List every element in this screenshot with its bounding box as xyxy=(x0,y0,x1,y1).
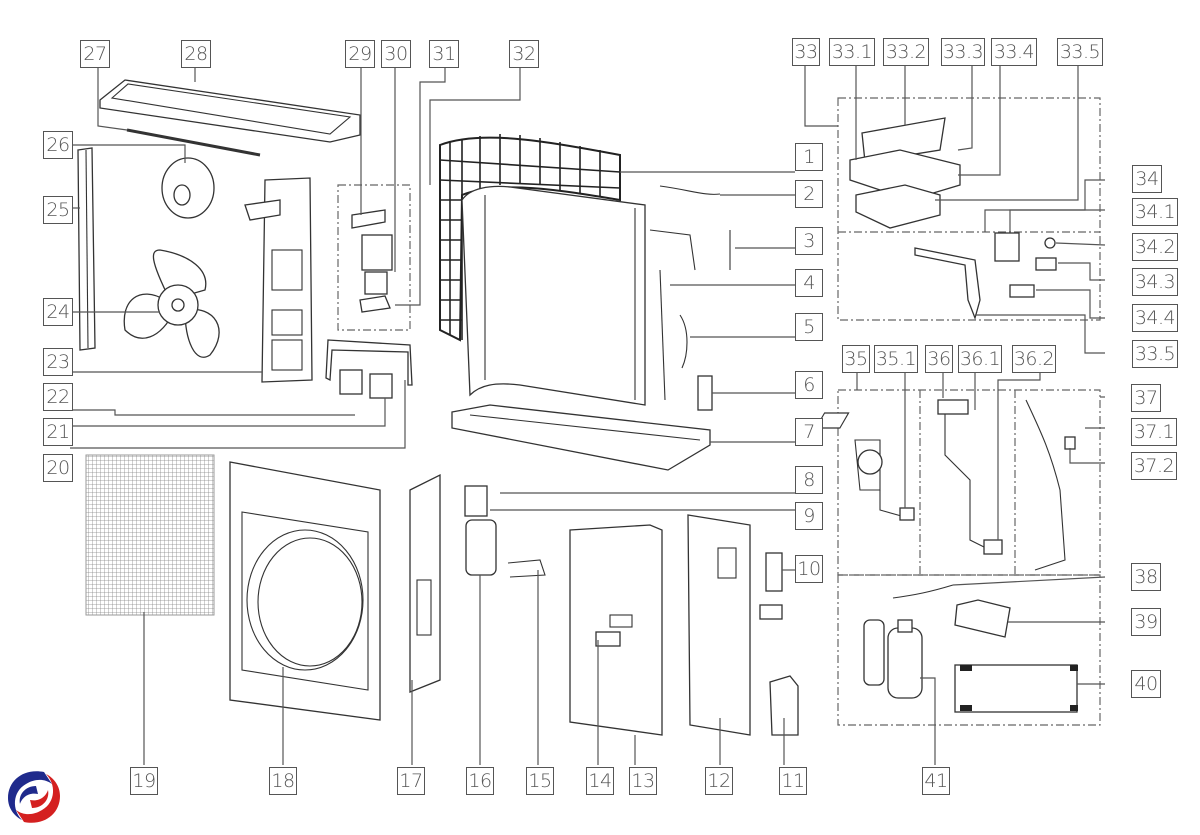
part-12-rear-side-panel xyxy=(687,514,751,736)
callout-12[interactable]: 12 xyxy=(705,767,733,795)
part-23-motor-bracket xyxy=(244,177,313,383)
callout-33-5-bottom[interactable]: 33.5 xyxy=(1132,340,1178,368)
callout-35[interactable]: 35 xyxy=(842,345,870,373)
part-28-top-cover xyxy=(99,79,361,143)
callout-37[interactable]: 37 xyxy=(1131,384,1161,412)
callout-29[interactable]: 29 xyxy=(345,40,375,68)
part-16-liquid-receiver xyxy=(464,485,497,576)
part-32-condenser-coil xyxy=(461,185,646,406)
callout-36-2[interactable]: 36.2 xyxy=(1012,345,1056,373)
part-41-compressor xyxy=(863,619,923,699)
part-15-clamp-strap xyxy=(507,559,546,578)
callout-5[interactable]: 5 xyxy=(795,313,823,341)
callout-21[interactable]: 21 xyxy=(43,418,73,446)
part-38-sensor-wire xyxy=(892,584,954,599)
part-26-fan-motor xyxy=(161,157,215,219)
callout-41[interactable]: 41 xyxy=(922,767,950,795)
callout-34[interactable]: 34 xyxy=(1132,165,1162,193)
callout-33-4[interactable]: 33.4 xyxy=(991,38,1037,66)
logo-red-arc xyxy=(16,774,60,823)
callout-36[interactable]: 36 xyxy=(925,345,953,373)
part-29-31-reactor-box xyxy=(337,184,411,331)
callout-18[interactable]: 18 xyxy=(269,767,297,795)
callout-40[interactable]: 40 xyxy=(1131,670,1161,698)
logo-blue-arc xyxy=(8,771,52,820)
callout-34-2[interactable]: 34.2 xyxy=(1132,233,1178,261)
logo-blue-inner xyxy=(19,786,38,804)
part-35-expansion-valve-assembly xyxy=(854,439,915,521)
callout-36-1[interactable]: 36.1 xyxy=(958,345,1002,373)
callout-26[interactable]: 26 xyxy=(43,131,73,159)
callout-20[interactable]: 20 xyxy=(43,454,73,482)
group-35-37-outline xyxy=(837,389,1101,576)
callout-33-2[interactable]: 33.2 xyxy=(883,38,929,66)
callout-30[interactable]: 30 xyxy=(381,40,411,68)
callout-2[interactable]: 2 xyxy=(795,180,823,208)
part-27-strip xyxy=(126,128,261,157)
part-17-partition-plate xyxy=(409,473,441,693)
callout-39[interactable]: 39 xyxy=(1131,608,1161,636)
callout-34-1[interactable]: 34.1 xyxy=(1132,198,1178,226)
callout-38[interactable]: 38 xyxy=(1131,563,1161,591)
callout-28[interactable]: 28 xyxy=(181,40,211,68)
group-38-41-outline xyxy=(837,574,1101,726)
callout-23[interactable]: 23 xyxy=(43,348,73,376)
callout-34-3[interactable]: 34.3 xyxy=(1132,268,1178,296)
callout-34-4[interactable]: 34.4 xyxy=(1132,304,1178,332)
part-20-22-inductor-set xyxy=(325,339,413,399)
part-39-insulation-pad xyxy=(954,599,1011,638)
part-18-front-panel xyxy=(229,461,381,721)
part-13-right-side-panel xyxy=(569,524,663,736)
callout-33[interactable]: 33 xyxy=(792,38,820,66)
part-10-11-valve-covers xyxy=(759,552,799,736)
callout-9[interactable]: 9 xyxy=(795,502,823,530)
callout-37-2[interactable]: 37.2 xyxy=(1131,452,1177,480)
callout-11[interactable]: 11 xyxy=(779,767,807,795)
callout-6[interactable]: 6 xyxy=(795,371,823,399)
callout-8[interactable]: 8 xyxy=(795,466,823,494)
callout-10[interactable]: 10 xyxy=(795,555,823,583)
part-33-control-box xyxy=(849,117,961,229)
leader-lines xyxy=(70,64,1106,765)
callout-32[interactable]: 32 xyxy=(509,40,539,68)
callout-24[interactable]: 24 xyxy=(43,298,73,326)
group-33-control-box-outline xyxy=(837,97,1101,321)
callout-13[interactable]: 13 xyxy=(629,767,657,795)
part-25-side-column xyxy=(77,147,96,351)
callout-25[interactable]: 25 xyxy=(43,196,73,224)
brand-logo xyxy=(8,771,60,823)
callout-17[interactable]: 17 xyxy=(397,767,425,795)
callout-33-3[interactable]: 33.3 xyxy=(941,38,985,66)
callout-35-1[interactable]: 35.1 xyxy=(874,345,918,373)
callout-3[interactable]: 3 xyxy=(795,227,823,255)
callout-7[interactable]: 7 xyxy=(795,418,823,446)
part-19-front-mesh-grille xyxy=(85,454,215,616)
callout-31[interactable]: 31 xyxy=(429,40,459,68)
part-36-valve-pipe xyxy=(937,399,1003,555)
callout-27[interactable]: 27 xyxy=(80,40,110,68)
part-7-base-pan xyxy=(451,404,711,471)
logo-red-inner xyxy=(30,790,49,808)
part-1-condenser-grille xyxy=(439,134,621,342)
callout-14[interactable]: 14 xyxy=(586,767,614,795)
callout-4[interactable]: 4 xyxy=(795,269,823,297)
callout-37-1[interactable]: 37.1 xyxy=(1131,418,1177,446)
callout-16[interactable]: 16 xyxy=(466,767,494,795)
part-2-5-piping-sensors xyxy=(649,185,731,411)
callout-19[interactable]: 19 xyxy=(130,767,158,795)
callout-33-5-top[interactable]: 33.5 xyxy=(1057,38,1103,66)
callout-1[interactable]: 1 xyxy=(795,143,823,171)
part-24-fan-blade xyxy=(123,249,220,358)
callout-22[interactable]: 22 xyxy=(43,383,73,411)
part-37-pipe-assembly xyxy=(814,399,1076,571)
callout-33-1[interactable]: 33.1 xyxy=(829,38,875,66)
part-34-terminal-block-bracket xyxy=(914,232,1057,321)
part-40-compressor-base xyxy=(954,664,1078,713)
callout-15[interactable]: 15 xyxy=(526,767,554,795)
